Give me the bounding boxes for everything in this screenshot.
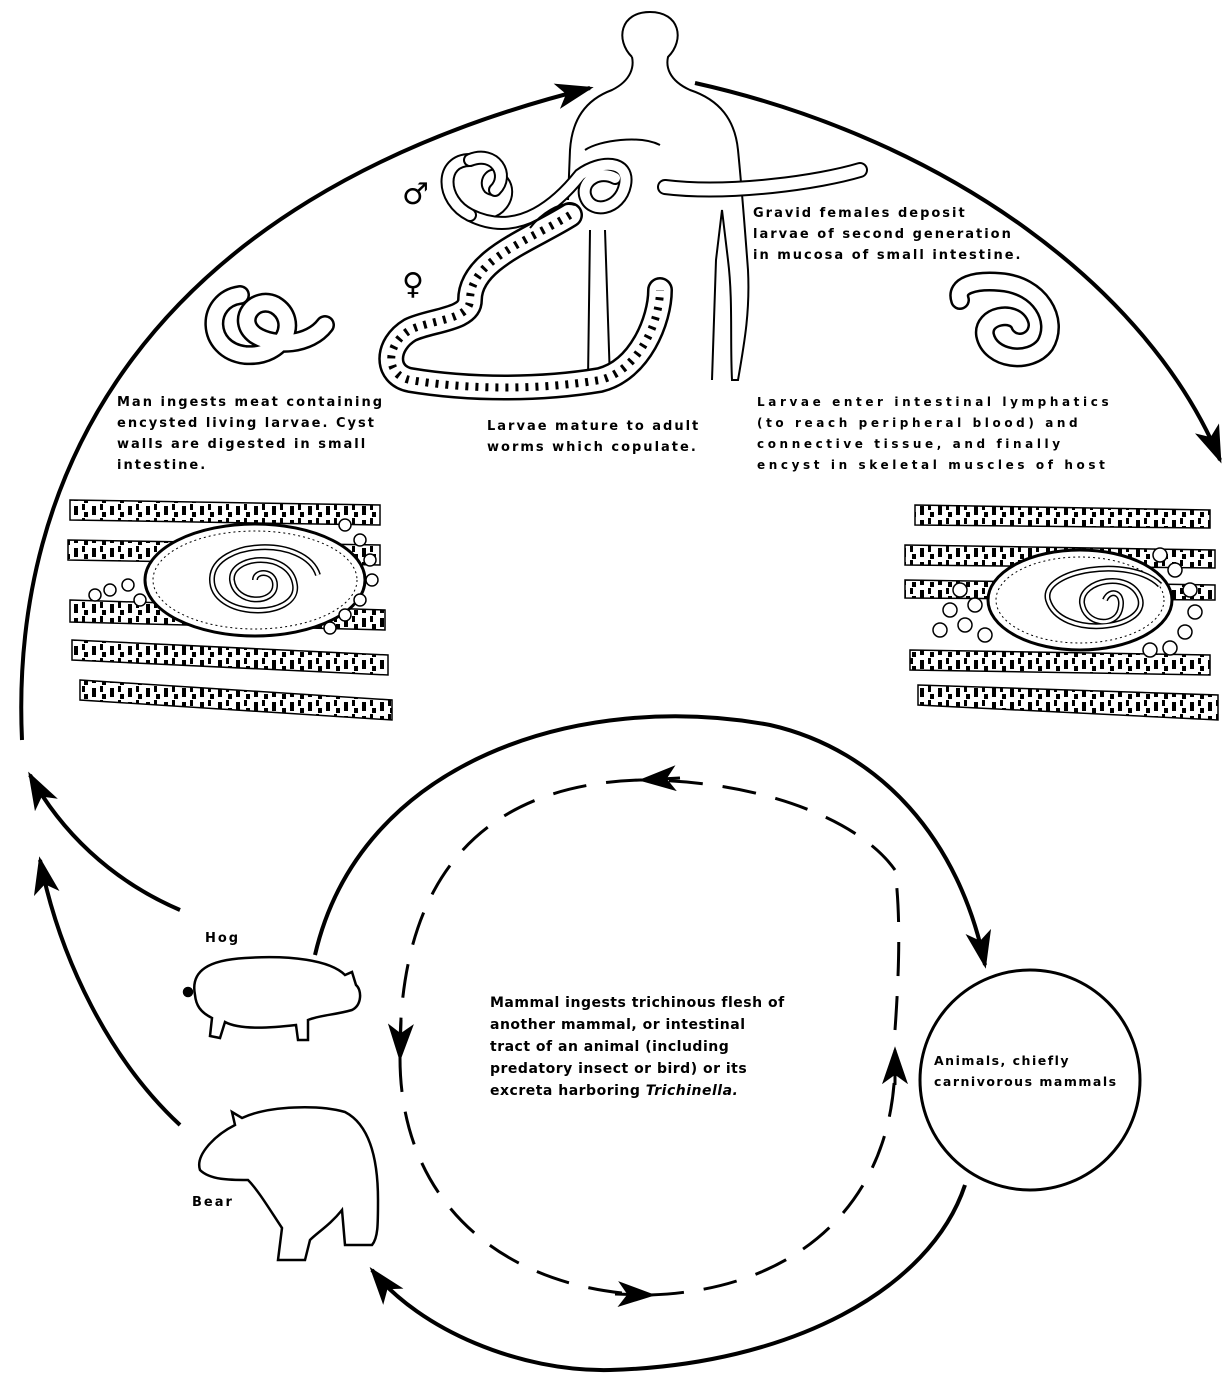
caption-line: larvae of second generation [753, 224, 1022, 245]
caption-line: carnivorous mammals [934, 1071, 1118, 1092]
bear-drawing [199, 1107, 378, 1260]
caption-line: Animals, chiefly [934, 1050, 1118, 1071]
caption-line: walls are digested in small [117, 434, 384, 455]
arrow-hog-to-animals [315, 716, 985, 965]
caption-line: excreta harboring Trichinella. [490, 1080, 785, 1102]
larva-coil-left [214, 295, 325, 355]
hog-drawing [184, 957, 360, 1040]
caption-larvae-lymphatics: Larvae enter intestinal lymphatics(to re… [757, 392, 1112, 476]
caption-line: Gravid females deposit [753, 203, 1022, 224]
caption-line: (to reach peripheral blood) and [757, 413, 1112, 434]
muscle-cyst-right [905, 505, 1218, 720]
female-worm [391, 204, 660, 387]
dashed-arrow-left [400, 1020, 401, 1058]
dashed-arrow-bottom [615, 1294, 652, 1295]
caption-line: intestine. [117, 455, 384, 476]
male-worm [448, 155, 626, 223]
larva-coil-right [959, 282, 1050, 358]
muscle-cyst-left [68, 500, 392, 720]
caption-text: excreta harboring [490, 1083, 646, 1099]
genus-name: Trichinella. [646, 1083, 739, 1099]
dashed-arc-top [640, 780, 895, 870]
caption-line: Man ingests meat containing [117, 392, 384, 413]
caption-line: another mammal, or intestinal [490, 1014, 785, 1036]
caption-line: encyst in skeletal muscles of host [757, 455, 1112, 476]
caption-line: Larvae enter intestinal lymphatics [757, 392, 1112, 413]
dashed-arc-right-upper [895, 870, 899, 1030]
female-symbol: ♀ [402, 270, 424, 300]
caption-line: worms which copulate. [487, 437, 700, 458]
caption-line: predatory insect or bird) or its [490, 1058, 785, 1080]
label-hog: Hog [205, 928, 240, 949]
caption-line: Larvae mature to adult [487, 416, 700, 437]
label-bear: Bear [192, 1192, 234, 1213]
caption-line: encysted living larvae. Cyst [117, 413, 384, 434]
caption-line: Mammal ingests trichinous flesh of [490, 992, 785, 1014]
dashed-arrow-top [642, 778, 680, 780]
caption-line: in mucosa of small intestine. [753, 245, 1022, 266]
caption-line: tract of an animal (including [490, 1036, 785, 1058]
male-symbol: ♂ [402, 180, 429, 210]
caption-line: connective tissue, and finally [757, 434, 1112, 455]
arrow-animals-to-bear [372, 1185, 965, 1370]
arrow-hog-to-human [30, 775, 180, 910]
